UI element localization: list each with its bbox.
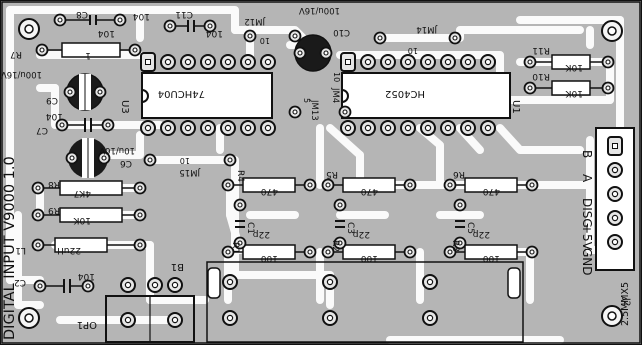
r4-resistor [221, 177, 317, 193]
r2-value: 100 [361, 253, 378, 263]
r6-label: R6 [453, 169, 465, 179]
five-label: 5 [302, 98, 311, 103]
jm12-label: JM12 [244, 16, 266, 26]
c1-capacitor [233, 198, 247, 250]
r5-label: R5 [326, 169, 338, 179]
connector-pin-disg: DISG [580, 198, 594, 228]
r2-label: R2 [330, 240, 340, 252]
r11-resistor [523, 54, 615, 70]
jm14-label: JM14 [416, 24, 438, 34]
b1-transformer [206, 261, 524, 343]
ten-label-mid: 10 [180, 156, 190, 165]
r2-resistor [321, 244, 417, 260]
b1-label: B1 [171, 261, 184, 272]
op1-label: OP1 [77, 319, 97, 330]
r3-value: 100 [483, 253, 500, 263]
r6-resistor [443, 177, 539, 193]
l1-inductor [31, 237, 147, 253]
jm15-label: JM15 [179, 167, 201, 177]
c5-value: 22p [473, 229, 490, 239]
ten-label-jm4: 10 [332, 72, 341, 82]
c7-label: C7 [36, 125, 48, 135]
r10-resistor [523, 80, 615, 96]
c1-label: C1 [245, 222, 255, 234]
u3-ref: U3 [119, 100, 130, 114]
jm4-label: JM4 [330, 87, 340, 103]
op1-connector [105, 277, 195, 343]
u3-ic [140, 52, 276, 136]
j2-label: J2 [621, 297, 631, 306]
r1-label: R1 [230, 242, 240, 254]
r3-label: R3 [450, 240, 460, 252]
c11-label: C11 [175, 9, 193, 19]
c11-side-value: 104 [133, 11, 150, 21]
c9-label: C9 [46, 95, 58, 105]
u3-part-number: 74HCU04 [158, 88, 205, 99]
r1-value: 100 [261, 253, 278, 263]
mounting-holes [18, 18, 623, 329]
r11-label: R11 [532, 45, 550, 55]
c7-value: 104 [46, 111, 63, 121]
ten-label-right: 10 [408, 46, 418, 55]
c6-label: C6 [120, 158, 132, 168]
c10-label: C10 [333, 27, 350, 37]
ten-label-top: 10 [260, 36, 270, 45]
r8-value: 4K7 [74, 188, 91, 198]
r6-value: 470 [483, 186, 500, 196]
c6-value: 10u/16V [99, 145, 135, 155]
connector-pin-5v: +5V [580, 224, 594, 251]
l1-label: L1 [15, 245, 26, 255]
c10-value: 100u/16V [299, 5, 340, 15]
connector-pin-a: A [580, 174, 594, 183]
r5-value: 470 [361, 186, 378, 196]
c10-electrolytic [293, 34, 333, 72]
r7-label: R7 [10, 49, 22, 59]
r10-value: 10K [565, 88, 583, 98]
j2-connector [595, 127, 635, 271]
u1-ref: U1 [510, 100, 521, 114]
connector-pin-gnd: GND [580, 248, 594, 276]
c2-label: C2 [14, 277, 26, 287]
c3-capacitor [333, 198, 347, 250]
r9-resistor [31, 207, 147, 223]
board-title: DIGITAL INPUT V9000 1.0 [2, 156, 18, 340]
l1-value: 22uH [57, 245, 81, 255]
r4-value: 470 [261, 186, 278, 196]
c8-capacitor [53, 13, 127, 27]
connector-pin-b: B [580, 150, 594, 158]
c2-capacitor [33, 279, 95, 293]
c9-value: 100u/16V [1, 69, 42, 79]
r8-resistor [31, 180, 147, 196]
r11-value: 10K [565, 62, 583, 72]
c5-label: C5 [465, 222, 475, 234]
jm13-label: JM13 [309, 99, 319, 121]
r10-label: R10 [532, 71, 550, 81]
c8-label: C8 [76, 9, 88, 19]
r8-label: R8 [48, 179, 60, 189]
bottom-right-label: 2.5MMX5 [620, 282, 631, 326]
c6-electrolytic [65, 138, 111, 178]
r9-label: R9 [48, 205, 60, 215]
c11-value: 104 [206, 28, 223, 38]
c2-value: 104 [78, 271, 95, 281]
c9-electrolytic [63, 73, 107, 111]
r4-label: R4 [235, 170, 245, 182]
r7-value: 1 [85, 50, 91, 60]
u1-part-number: HC4052 [385, 88, 425, 99]
r5-resistor [321, 177, 417, 193]
c11-capacitor [163, 19, 217, 33]
r7-resistor [35, 42, 142, 58]
r1-resistor [221, 244, 317, 260]
c3-value: 22p [353, 229, 370, 239]
r9-value: 10K [73, 215, 91, 225]
u1-ic [340, 52, 511, 136]
c1-value: 22p [253, 229, 270, 239]
c3-label: C3 [345, 222, 355, 234]
c7-capacitor [55, 118, 115, 132]
r3-resistor [443, 244, 539, 260]
c8-value: 104 [98, 28, 115, 38]
c5-capacitor [453, 198, 467, 250]
